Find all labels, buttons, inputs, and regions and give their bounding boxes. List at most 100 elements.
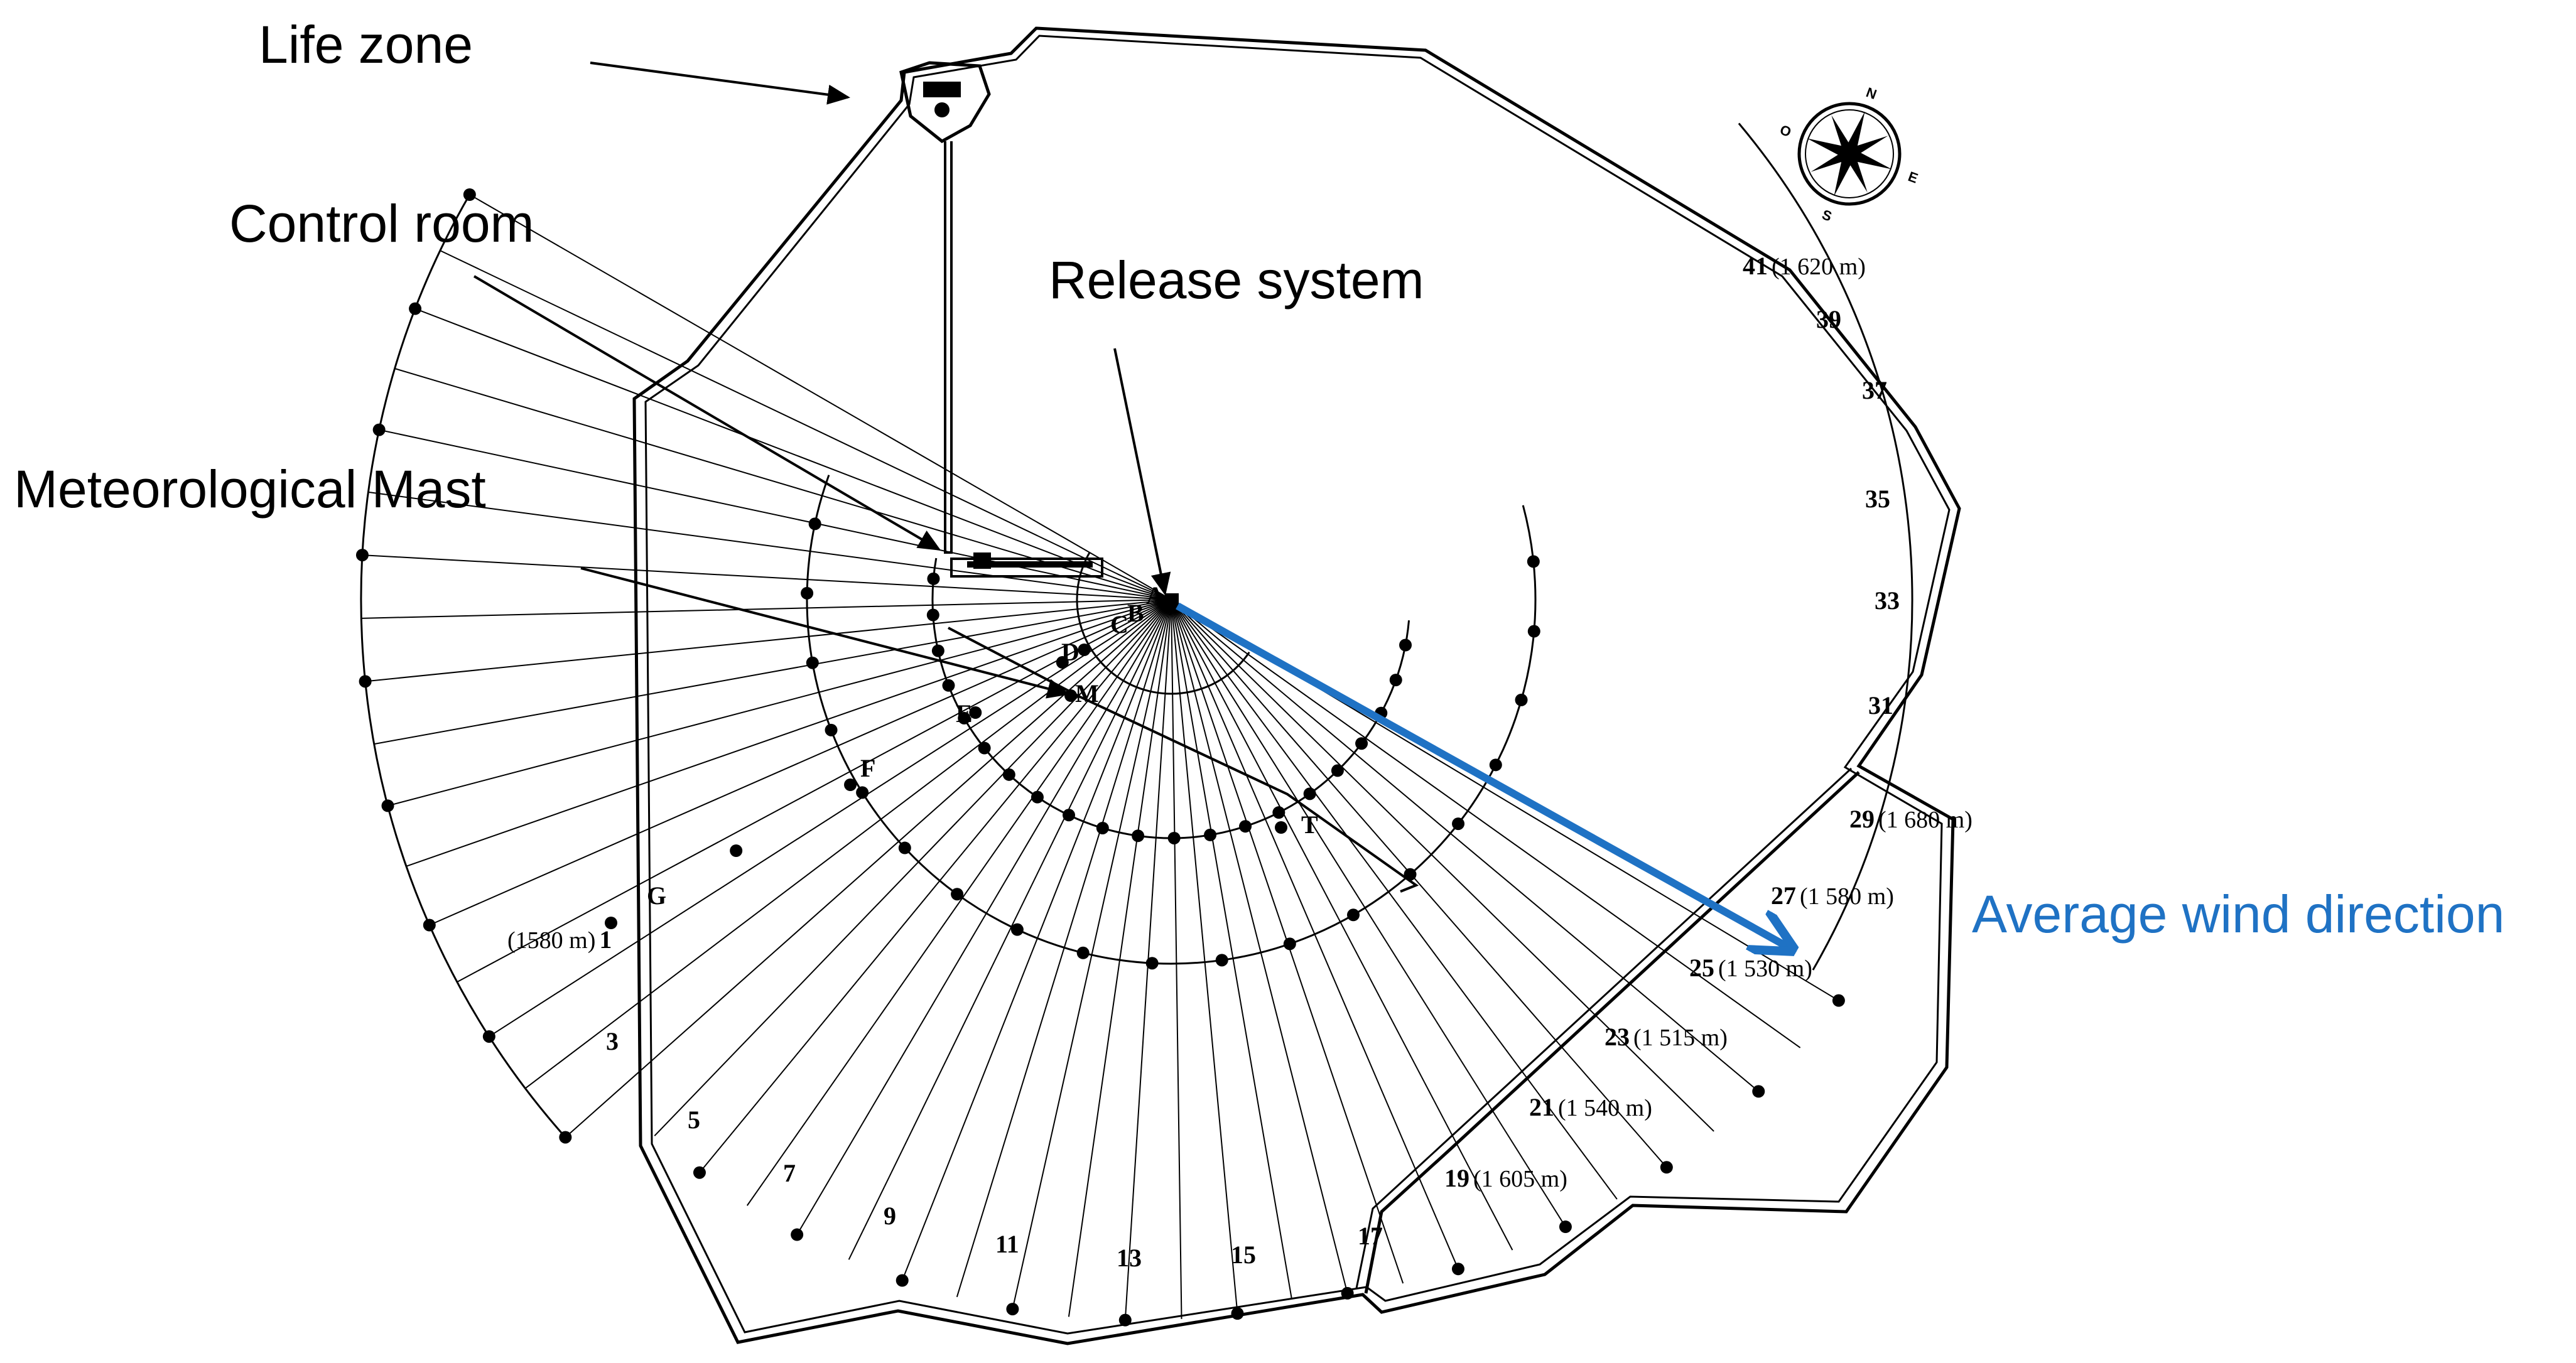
radial-line — [1171, 599, 1182, 1319]
radial-line — [1171, 599, 1759, 1092]
sensor-dot-inner — [1399, 638, 1412, 652]
point-label-b: B — [1127, 599, 1144, 627]
meteorological-mast-label: Meteorological Mast — [14, 460, 486, 519]
point-dot — [604, 917, 617, 929]
radial-line — [901, 599, 1172, 1281]
sensor-label-11: 11 — [995, 1230, 1019, 1258]
point-label-g: G — [647, 881, 666, 910]
sensor-dot-inner — [1204, 828, 1217, 841]
radial-line — [746, 599, 1172, 1206]
radial-line — [440, 250, 1172, 600]
sensor-dot-outer — [1231, 1307, 1244, 1320]
boundary-outer — [632, 26, 1961, 1345]
radial-line — [387, 599, 1172, 807]
sensor-dot-outer — [409, 302, 422, 315]
sensor-label-37: 37 — [1862, 376, 1887, 404]
sensor-dot-inner — [1167, 831, 1181, 844]
sensor-dot-outer — [463, 188, 476, 201]
point-label-c: C — [1110, 610, 1128, 638]
radial-line — [796, 599, 1172, 1236]
sensor-dot-inner — [942, 679, 955, 692]
radial-line — [1171, 599, 1667, 1168]
radial-line — [379, 429, 1172, 600]
sensor-dot-outer — [1341, 1286, 1354, 1300]
radial-line — [361, 599, 1172, 619]
radial-line — [1068, 599, 1172, 1317]
sensor-dot-middle — [801, 586, 814, 600]
annotation-arrows — [473, 62, 1171, 699]
sensor-dot-outer — [693, 1166, 706, 1179]
sensor-dot-inner — [958, 711, 971, 725]
sensor-label-35: 35 — [1865, 485, 1890, 513]
sensor-dot-outer — [1118, 1313, 1132, 1327]
sensor-dot-outer — [1752, 1085, 1765, 1098]
radial-line — [429, 599, 1172, 926]
sensor-dot-middle — [1404, 868, 1417, 881]
sensor-label-1: (1580 m)1 — [507, 925, 612, 954]
control-room-label: Control room — [229, 194, 534, 253]
sensor-label-13: 13 — [1117, 1244, 1142, 1272]
boundary-inner — [644, 35, 1951, 1335]
site-boundary — [632, 26, 1961, 1345]
zone-divider-inner — [1355, 767, 1853, 1289]
point-dot-t — [1275, 821, 1287, 834]
sensor-label-7: 7 — [783, 1159, 796, 1187]
sensor-label-39: 39 — [1816, 305, 1841, 333]
life-zone-arrow — [590, 62, 850, 105]
life-zone-label: Life zone — [259, 15, 473, 74]
radial-line — [1171, 599, 1801, 1048]
service-track — [948, 627, 1419, 893]
zone-divider — [1364, 771, 1860, 1294]
sensor-label-41: 41(1 620 m) — [1743, 252, 1866, 280]
sensor-dot-middle — [1010, 923, 1024, 936]
sensor-dot-inner — [1272, 806, 1285, 819]
sensor-labels: (1580 m)1 3 5 7 9 11 13 15 17 19(1 605 m… — [507, 252, 1973, 1272]
sensor-dot-middle — [1283, 937, 1296, 951]
compass-s: S — [1820, 207, 1834, 225]
sensor-dot-outer — [1660, 1161, 1673, 1174]
arc-middle — [806, 475, 1537, 965]
radial-line — [374, 599, 1172, 745]
point-label-e: E — [956, 699, 973, 728]
sensor-dot-inner — [1031, 790, 1044, 804]
sensor-dot-inner — [1239, 820, 1252, 833]
radial-line — [565, 599, 1172, 1138]
point-dot — [730, 844, 743, 857]
sensor-dot-outer — [1006, 1303, 1019, 1316]
radial-line — [1171, 599, 1238, 1314]
point-label-a: A — [1146, 581, 1164, 610]
arc-outer-right — [1738, 122, 1913, 971]
release-point — [1165, 593, 1179, 607]
sensor-dot-outer — [372, 423, 386, 436]
radial-line — [362, 554, 1172, 600]
radial-line — [414, 308, 1172, 600]
sensor-dot-inner — [978, 741, 991, 755]
sensor-label-33: 33 — [1875, 586, 1900, 615]
sensor-dot-middle — [1527, 555, 1540, 568]
sensor-dot-middle — [825, 723, 838, 736]
sensor-label-27: 27(1 580 m) — [1771, 881, 1894, 910]
sensor-label-21: 21(1 540 m) — [1529, 1093, 1652, 1121]
point-dot — [844, 778, 857, 791]
access-road — [944, 141, 953, 554]
point-label-t: T — [1301, 811, 1318, 839]
annotation-labels: Life zone Control room Release system Me… — [14, 15, 2504, 944]
sensor-label-29: 29(1 680 m) — [1849, 805, 1973, 833]
point-label-d: D — [1061, 638, 1080, 666]
radial-line — [457, 599, 1172, 983]
sensor-dot-inner — [1303, 787, 1316, 800]
sensor-dot-outer — [423, 919, 436, 932]
sensor-label-15: 15 — [1231, 1241, 1256, 1269]
sensor-dot-middle — [1489, 758, 1502, 772]
sensor-dot-middle — [898, 841, 911, 854]
sensor-dot-inner — [927, 572, 940, 585]
sensor-dot-outer — [896, 1274, 909, 1287]
sensor-dot-middle — [1527, 625, 1540, 638]
compass-n: N — [1864, 84, 1878, 102]
compass-rose-icon: N E S O — [1778, 84, 1920, 225]
point-labels: A B C D E F G M T — [647, 581, 1318, 910]
sensor-label-9: 9 — [884, 1202, 896, 1230]
sensor-dot-middle — [1215, 954, 1228, 967]
control-room-building — [950, 552, 1103, 578]
point-dot — [1056, 656, 1069, 669]
